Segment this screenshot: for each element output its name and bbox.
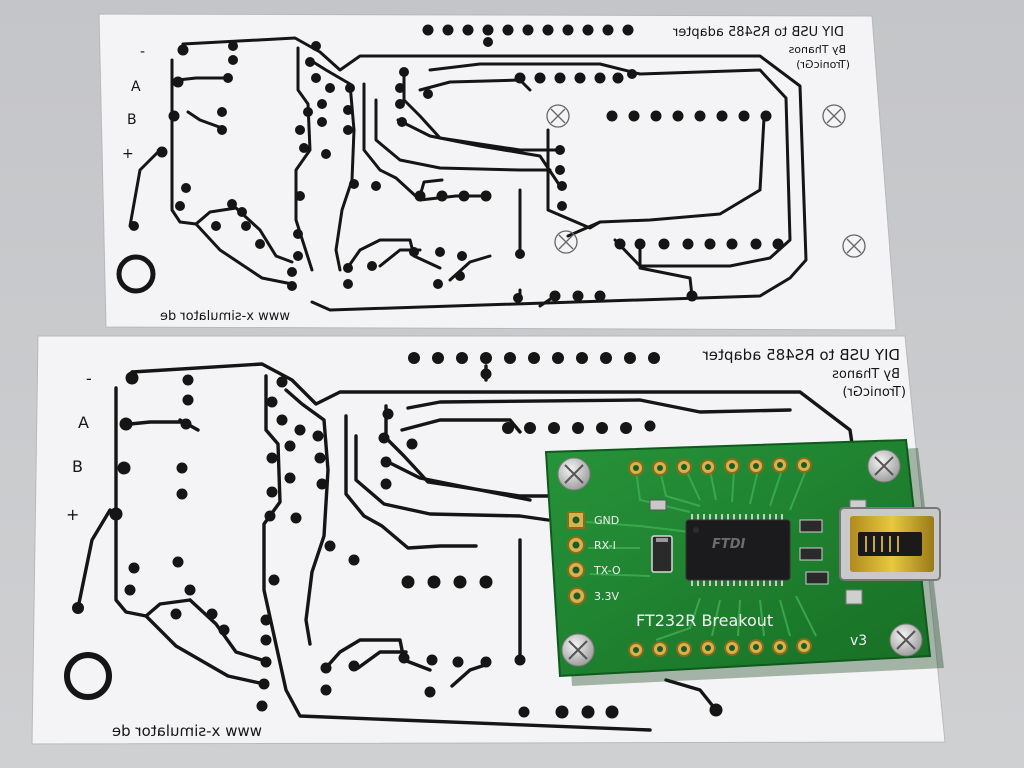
pin-label-tx: TX-O [593,564,621,577]
terminal-b-label: B [72,457,83,476]
ftdi-chip: FTDI [685,514,791,586]
silkscreen-top: DIY USB to RS485 adapter By Thanos (Tron… [122,25,850,324]
pin-labels: GND RX-I TX-O 3.3V [593,514,621,603]
terminal-minus-label: - [86,369,92,388]
copper-traces-bottom [76,362,858,732]
terminal-a-label: A [78,413,89,432]
terminal-plus-label: + [122,146,134,162]
mini-usb-connector [839,507,941,581]
header-pins-top [628,457,812,476]
header-pins-bottom [628,638,812,658]
terminal-b-label: B [127,112,137,128]
board-traces [585,469,817,641]
mounting-marks-top [546,104,866,258]
mounting-ring-top [116,254,156,294]
pcb-layout-top: DIY USB to RS485 adapter By Thanos (Tron… [98,13,897,331]
board-title: DIY USB to RS485 adapter [702,346,900,364]
mounting-ring-bottom [64,652,112,700]
website-label: www x-simulator de [160,309,290,324]
author-handle: (TronicGr) [796,58,850,71]
board-version: v3 [850,633,867,649]
board-silkscreen: FT232R Breakout v3 [636,611,867,649]
terminal-minus-label: - [140,44,145,60]
pin-label-3v3: 3.3V [594,590,619,603]
board-title: DIY USB to RS485 adapter [672,25,844,40]
terminal-plus-label: + [66,505,79,524]
ft232r-breakout-board: GND RX-I TX-O 3.3V FTDI [544,438,944,686]
terminal-a-label: A [131,79,141,95]
author-line: By Thanos [788,43,846,56]
silkscreen-bottom: DIY USB to RS485 adapter By Thanos (Tron… [66,346,906,740]
mounting-screws [557,449,923,667]
author-line: By Thanos [832,367,900,382]
board-name: FT232R Breakout [636,611,773,630]
chip-label: FTDI [712,537,746,552]
author-handle: (TronicGr) [842,385,906,400]
passive-components [649,499,867,605]
pin-label-rx: RX-I [594,539,616,552]
header-pins-side [567,511,586,605]
solder-pads-bottom [72,352,723,719]
solder-pads-top [129,24,784,303]
pin-label-gnd: GND [594,514,619,527]
website-label: www x-simulator de [112,722,262,740]
